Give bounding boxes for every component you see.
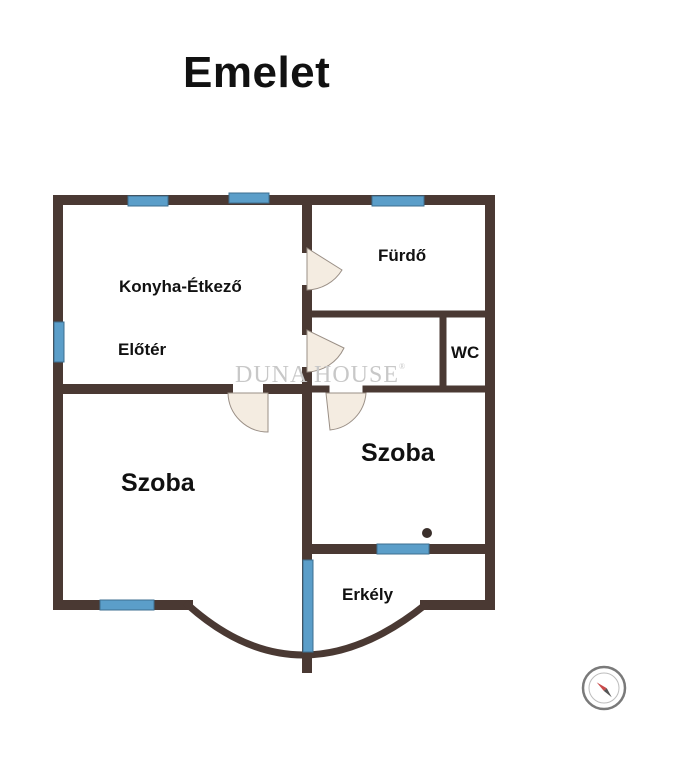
room-label-szoba-right: Szoba bbox=[361, 439, 435, 467]
window bbox=[302, 559, 314, 653]
window bbox=[376, 543, 430, 555]
window bbox=[53, 321, 65, 363]
windows bbox=[53, 192, 430, 653]
watermark: DUNA HOUSE® bbox=[235, 362, 406, 389]
room-label-hall: Előtér bbox=[118, 340, 167, 359]
doors bbox=[227, 247, 367, 433]
room-label-bath: Fürdő bbox=[378, 246, 427, 265]
door-swing bbox=[227, 392, 269, 433]
watermark-mark: ® bbox=[399, 362, 407, 371]
watermark-text: DUNA HOUSE bbox=[235, 362, 400, 388]
window bbox=[371, 195, 425, 207]
room-label-balcony: Erkély bbox=[342, 585, 394, 604]
room-label-szoba-left: Szoba bbox=[121, 469, 195, 497]
door-swing bbox=[306, 247, 343, 291]
window bbox=[99, 599, 155, 611]
room-label-wc: WC bbox=[451, 343, 480, 362]
door-swing bbox=[325, 392, 367, 431]
fixture-dot bbox=[422, 528, 432, 538]
room-label-kitchen: Konyha-Étkező bbox=[119, 277, 242, 296]
window bbox=[228, 192, 270, 204]
walls bbox=[53, 195, 495, 673]
door-swing bbox=[306, 329, 345, 373]
compass-icon bbox=[581, 665, 627, 711]
window bbox=[127, 195, 169, 207]
page-title: Emelet bbox=[183, 48, 331, 97]
